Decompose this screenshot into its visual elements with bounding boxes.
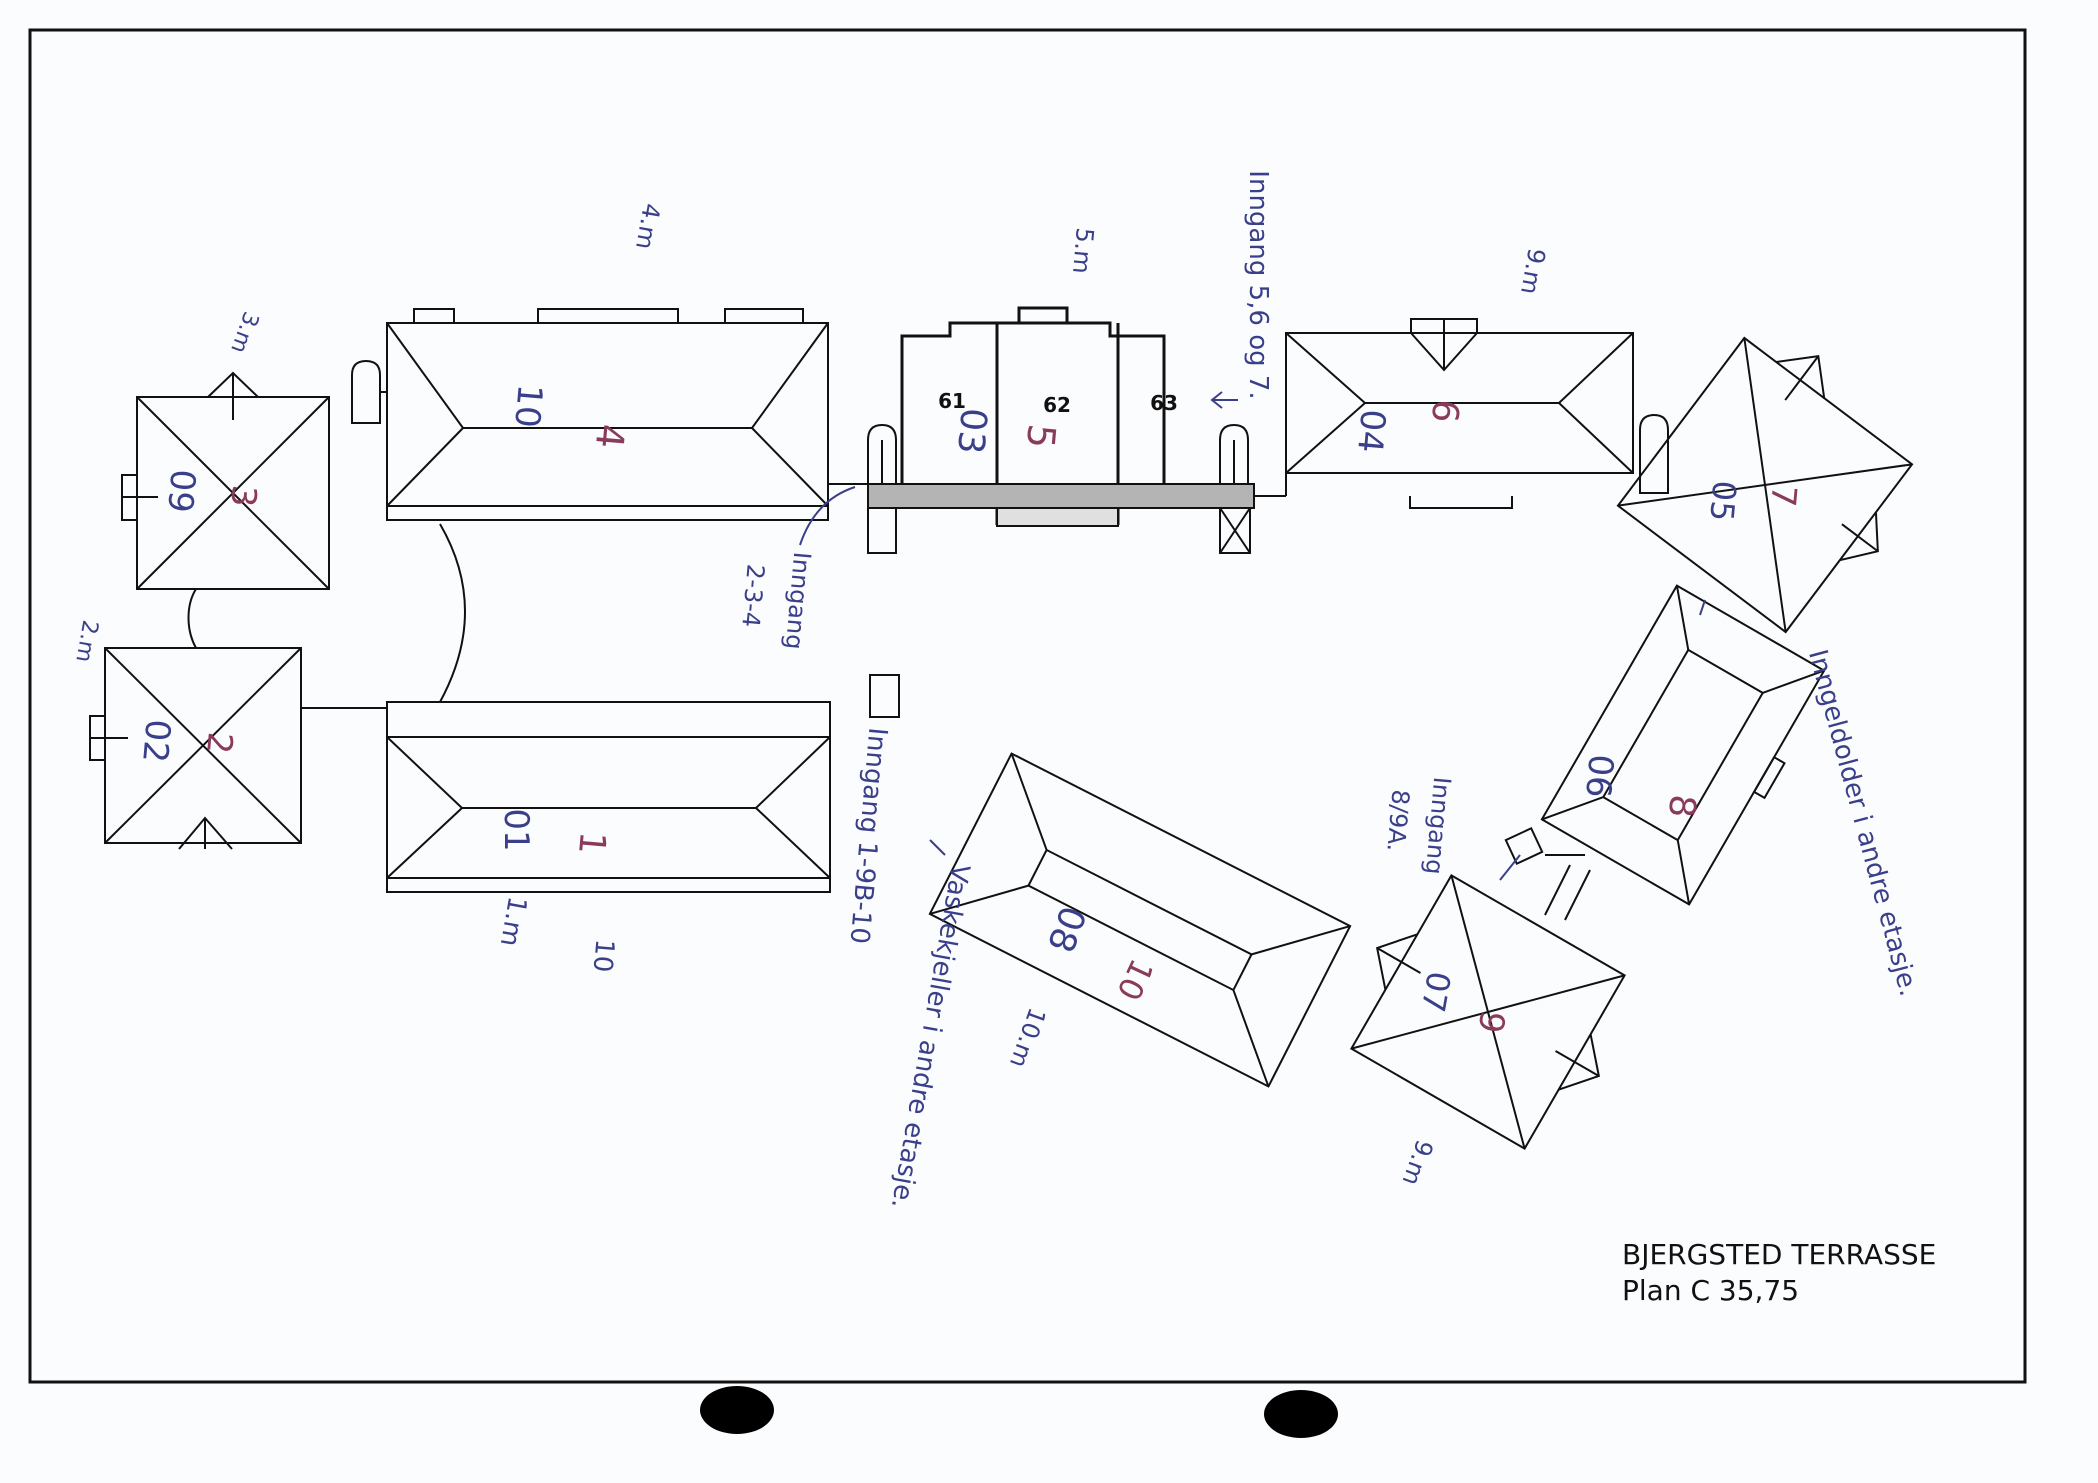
pointer-89: [1499, 854, 1521, 881]
entrance-567: Inngang 5,6 og 7.: [1243, 170, 1273, 399]
connector-3-2: [187, 588, 197, 649]
entrance-234-a: Inngang: [780, 551, 816, 651]
b5-floor: 5.m: [1067, 226, 1099, 275]
pointer-1910: [929, 839, 946, 856]
b4-floor: 4.m: [630, 201, 666, 251]
b9-num: 9: [1469, 1008, 1512, 1036]
plan-number: Plan C 35,75: [1622, 1274, 1800, 1307]
b3-num: 3: [222, 483, 264, 508]
drawing-frame: [28, 28, 2027, 1384]
b8-num: 8: [1660, 793, 1703, 819]
b6-num: 6: [1423, 398, 1466, 424]
b2-floor: 2.m: [70, 618, 102, 664]
entrance-89-a: Inngang: [1420, 776, 1456, 876]
entrance-89-b: 8/9A.: [1381, 788, 1414, 852]
b10-code: 08: [1039, 900, 1093, 957]
punch-hole-left: [700, 1386, 774, 1434]
b3-code: 09: [159, 468, 203, 515]
small-annex: [869, 674, 900, 718]
b6-floor: 9.m: [1515, 246, 1551, 296]
room-61: 61: [938, 389, 966, 413]
b1-code: 01: [496, 808, 536, 851]
connector-8-9: [1504, 826, 1591, 921]
room-62: 62: [1043, 393, 1071, 417]
b8-code: 06: [1577, 753, 1621, 800]
punch-hole-right: [1264, 1390, 1338, 1438]
b1-floor: 1.m: [494, 894, 532, 949]
stair-left-5: [867, 423, 897, 554]
entrance-1910: Inngang 1-9B-10: [844, 726, 893, 945]
building-8: [1540, 584, 1826, 906]
building-2: [89, 647, 302, 850]
b3-floor: 3.m: [225, 308, 263, 356]
stair-right-5: [1219, 423, 1251, 554]
building-4: [351, 308, 829, 521]
b1-num: 1: [570, 830, 613, 856]
plan-title: BJERGSTED TERRASSE: [1622, 1238, 1937, 1271]
b4-num: 4: [587, 422, 633, 450]
b10-floor: 10.m: [1004, 1004, 1051, 1071]
building-6: [1285, 318, 1669, 509]
b4-code: 10: [506, 383, 550, 430]
b6-code: 04: [1349, 408, 1393, 455]
building-3: [121, 371, 330, 590]
b10-num: 10: [1109, 953, 1161, 1006]
pointer-234: [799, 486, 856, 546]
b7-num: 7: [1762, 483, 1804, 508]
building-10: [928, 752, 1352, 1088]
b2-num: 2: [198, 730, 240, 755]
b9-code: 07: [1414, 969, 1458, 1016]
note-innkl: Inngeldolder i andre etasje.: [1802, 646, 1923, 999]
courtyard-arc: [439, 523, 466, 703]
b2-code: 02: [134, 718, 178, 765]
corridor-band: [867, 483, 1255, 509]
b5-code: 03: [949, 406, 994, 455]
b9-floor: 9.m: [1396, 1136, 1438, 1189]
pointer-innkl: [1699, 599, 1706, 616]
b1-ten: 10: [587, 938, 620, 974]
pointer-567: [1210, 391, 1238, 409]
building-1: [386, 701, 831, 893]
building-7: [1616, 336, 1914, 634]
entrance-234-b: 2-3-4: [736, 563, 769, 628]
b5-num: 5: [1018, 422, 1064, 450]
b7-code: 05: [1702, 479, 1743, 523]
building-9: [1350, 874, 1626, 1150]
title-block: BJERGSTED TERRASSE Plan C 35,75: [1622, 1237, 1936, 1309]
room-63: 63: [1150, 391, 1178, 415]
